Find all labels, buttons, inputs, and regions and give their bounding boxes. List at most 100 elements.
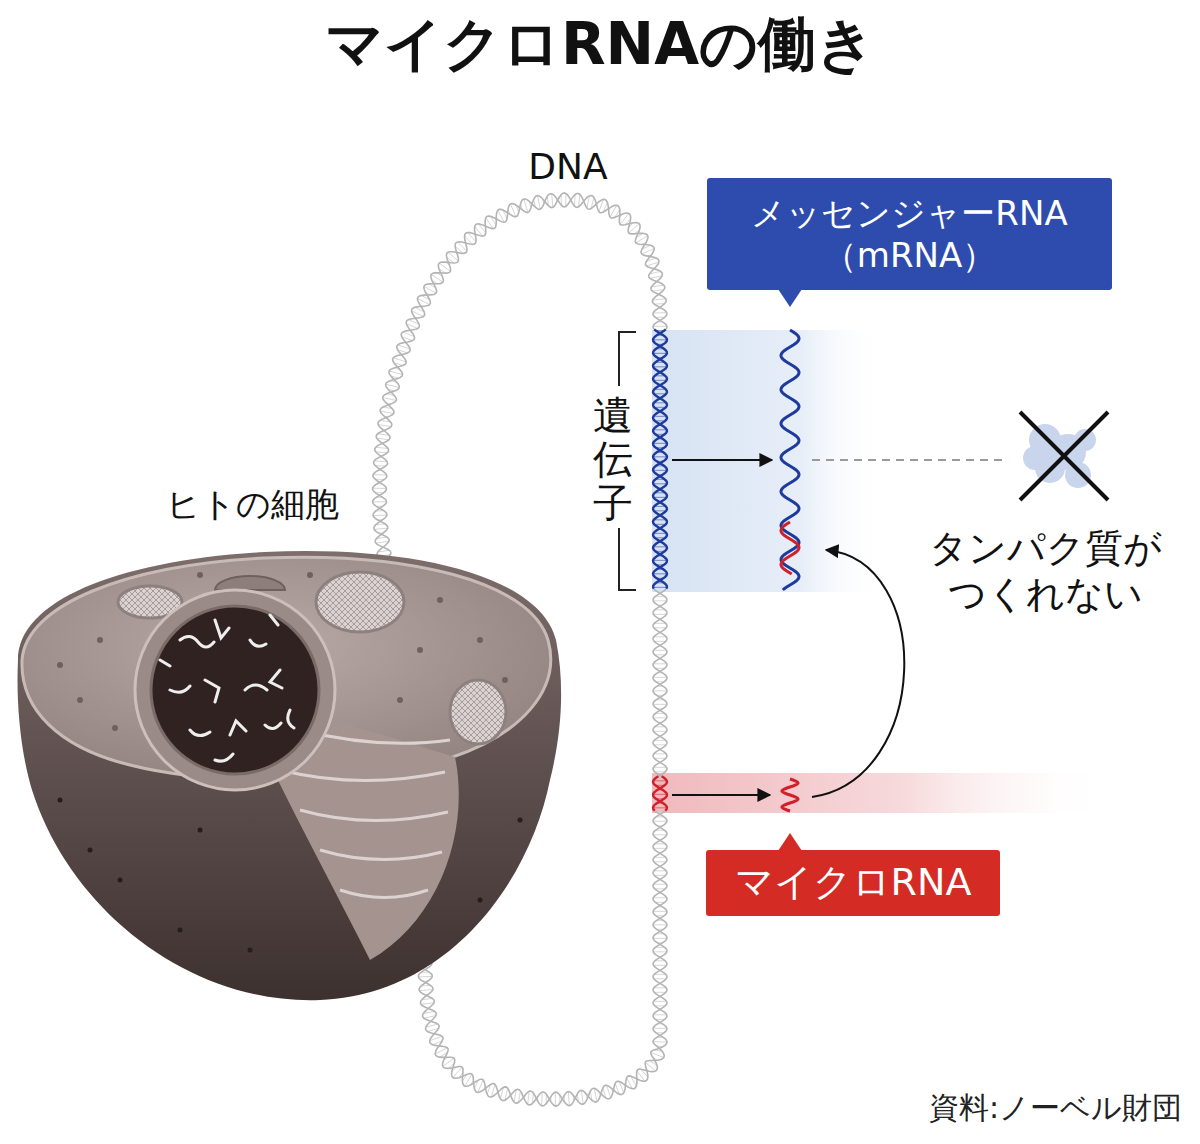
mrna-strand (781, 330, 799, 590)
nucleus-envelope (135, 590, 335, 790)
callout-box: マイクロRNA (706, 850, 1000, 916)
dna-rung (654, 987, 666, 988)
dna-rung (653, 1028, 667, 1029)
dna-rung (653, 924, 667, 925)
dna-rung (552, 194, 553, 208)
microrna-band (652, 773, 1112, 813)
cell-illustration (18, 551, 562, 1000)
dna-rung (653, 470, 667, 471)
dna-rung (453, 1067, 462, 1077)
dna-rung (653, 326, 667, 327)
chromatin (160, 615, 294, 761)
dna-rung (373, 501, 387, 502)
dna-rung (653, 497, 666, 498)
dna-rung (654, 636, 666, 637)
rna-strands (781, 330, 799, 811)
dna-strand (653, 776, 667, 811)
dna-strand (653, 776, 667, 811)
callout-pointer-shape (778, 289, 802, 307)
dna-rung (654, 875, 666, 876)
dna-rung (653, 483, 667, 484)
dna-rung (654, 744, 666, 745)
dna-rung (653, 731, 666, 732)
dna-rung (568, 1092, 570, 1106)
dna-rung (653, 573, 667, 574)
dna-rung (654, 758, 666, 759)
dna-rung (653, 587, 667, 588)
transcription-arrow (672, 794, 770, 796)
dna-rung (541, 1092, 543, 1106)
callout-box: メッセンジャーRNA （mRNA） (707, 178, 1112, 290)
dna-label: DNA (528, 145, 607, 188)
microrna-strand (782, 779, 798, 811)
result-note: タンパク質が つくれない (915, 526, 1175, 617)
dna-rung (653, 767, 666, 768)
cell-label: ヒトの細胞 (166, 484, 339, 525)
dna-strand (653, 329, 667, 589)
dna-rung (374, 460, 387, 462)
bound-microrna-strand (781, 522, 799, 574)
dna-rung (653, 848, 666, 849)
organelle (450, 680, 506, 744)
dna-rung (373, 514, 387, 516)
dna-rung (538, 196, 541, 210)
callout-text: メッセンジャーRNA （mRNA） (719, 192, 1100, 277)
cell-body (18, 551, 562, 1000)
dna-rung (653, 884, 666, 885)
dna-rung (653, 951, 667, 952)
binding-arrow (812, 550, 904, 797)
dna-strand (653, 589, 667, 777)
source-caption: 資料:ノーベル財団 (929, 1090, 1182, 1126)
dna-rung (653, 1014, 667, 1015)
dna-rung (653, 677, 667, 678)
dna-rung (528, 1091, 529, 1104)
dna-rung (653, 821, 667, 822)
dna-rung (654, 627, 666, 628)
dna-strand (653, 589, 667, 777)
cell-top-face (22, 557, 551, 779)
blocked-translation-line (812, 459, 1005, 461)
dna-rung (581, 1090, 583, 1104)
dna-rung (653, 416, 666, 417)
dna-rung (653, 807, 667, 808)
nucleus (151, 606, 319, 774)
dna-rung (654, 857, 666, 858)
dna-rung (654, 740, 666, 741)
dna-rung (565, 193, 566, 206)
dna-rung (653, 299, 666, 300)
dna-rung (653, 717, 667, 718)
cell-dots (58, 798, 523, 953)
dna-rung (654, 992, 666, 993)
dna-rung (653, 429, 667, 430)
dna-rung (653, 443, 667, 444)
dna-rung (653, 312, 667, 313)
dna-rung (524, 199, 528, 212)
diagram-title: マイクロRNAの働き (325, 10, 875, 80)
dna-rung (654, 753, 666, 754)
dna-rung (653, 897, 667, 898)
cell-dots (57, 572, 508, 731)
dna-rung (653, 614, 666, 615)
dna-rung (653, 690, 667, 691)
dna-rung (653, 366, 667, 367)
dna-rung (386, 384, 400, 387)
dna-rung (653, 380, 666, 381)
callout-pointer (778, 289, 802, 307)
dna-rung (653, 1001, 666, 1002)
dna-rung (373, 488, 387, 489)
callout-text: マイクロRNA (735, 859, 972, 907)
dna-strand (373, 193, 667, 560)
dna-rung (374, 528, 388, 529)
transcription-arrow (672, 459, 772, 461)
dna-rung (654, 641, 666, 642)
dna-rung (419, 990, 433, 991)
dna-rung (653, 456, 667, 457)
dna-rung (629, 224, 640, 233)
dna-rung (653, 600, 667, 601)
dna-rung (654, 623, 666, 624)
dna-guide (379, 200, 660, 1099)
dna-rung (653, 938, 667, 939)
gene-label: 遺伝子 (593, 393, 633, 525)
dna-rung (653, 546, 667, 547)
